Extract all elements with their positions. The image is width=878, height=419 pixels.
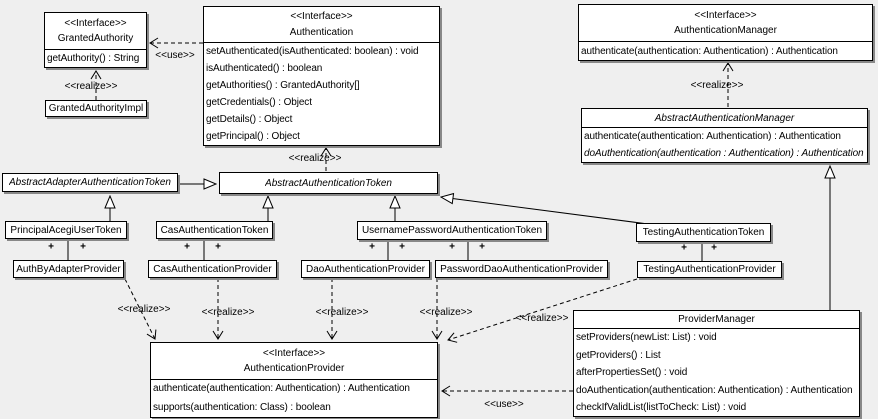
method-label: doAuthentication(authentication : Authen… [584, 148, 864, 160]
class-name: ProviderManager [678, 314, 755, 325]
stereotype-label: <<Interface>> [694, 9, 757, 21]
multiplicity-plus: + [479, 241, 485, 253]
multiplicity-plus: + [80, 241, 86, 253]
multiplicity-plus: + [399, 241, 405, 253]
multiplicity-plus: + [449, 241, 455, 253]
multiplicity-plus: + [711, 242, 717, 254]
class-box-authentication-manager: <<Interface>> AuthenticationManager auth… [578, 4, 873, 61]
class-name: GrantedAuthority [57, 33, 134, 45]
class-box-authentication: <<Interface>> Authentication setAuthenti… [203, 6, 440, 146]
class-name: CasAuthenticationProvider [153, 263, 272, 275]
method-label: isAuthenticated() : boolean [206, 63, 323, 75]
class-box-auth-by-adapter-provider: AuthByAdapterProvider [13, 260, 124, 278]
class-box-cas-authentication-provider: CasAuthenticationProvider [148, 260, 277, 278]
method-label: checkIfValidList(listToCheck: List) : vo… [576, 402, 747, 414]
realize-label: <<realize>> [315, 307, 369, 318]
method-label: setAuthenticated(isAuthenticated: boolea… [206, 46, 419, 57]
class-box-testing-authentication-token: TestingAuthenticationToken [636, 223, 771, 242]
method-label: afterPropertiesSet() : void [576, 367, 688, 379]
class-box-username-password-authentication-token: UsernamePasswordAuthenticationToken [357, 221, 547, 240]
realize-label: <<realize>> [288, 153, 342, 164]
stereotype-label: <<Interface>> [262, 347, 326, 359]
method-label: getDetails() : Object [206, 114, 293, 126]
class-name: AuthenticationManager [674, 25, 777, 37]
class-box-granted-authority: <<Interface>> GrantedAuthority getAuthor… [44, 12, 147, 68]
method-label: getCredentials() : Object [206, 97, 312, 109]
class-box-granted-authority-impl: GrantedAuthorityImpl [45, 100, 147, 117]
realize-label: <<realize>> [690, 80, 744, 91]
class-name: PasswordDaoAuthenticationProvider [440, 263, 603, 275]
multiplicity-plus: + [215, 241, 221, 253]
class-name: AbstractAuthenticationToken [265, 177, 392, 189]
method-label: getAuthority() : String [47, 53, 140, 64]
realize-label: <<realize>> [201, 307, 255, 318]
multiplicity-plus: + [681, 242, 687, 254]
class-name: TestingAuthenticationToken [642, 227, 765, 238]
class-box-password-dao-authentication-provider: PasswordDaoAuthenticationProvider [435, 260, 608, 278]
class-box-dao-authentication-provider: DaoAuthenticationProvider [301, 260, 430, 278]
class-name: AbstractAdapterAuthenticationToken [9, 177, 171, 188]
class-name: PrincipalAcegiUserToken [10, 224, 122, 236]
multiplicity-plus: + [48, 241, 54, 253]
method-label: getPrincipal() : Object [206, 131, 300, 143]
class-box-authentication-provider: <<Interface>> AuthenticationProvider aut… [150, 342, 438, 418]
generalization-testingtoken [441, 197, 649, 225]
class-name: Authentication [289, 26, 354, 38]
use-label: <<use>> [484, 399, 524, 410]
class-name: TestingAuthenticationProvider [643, 264, 776, 275]
stereotype-label: <<Interface>> [64, 17, 127, 29]
class-box-principal-acegi-user-token: PrincipalAcegiUserToken [5, 221, 127, 239]
class-box-testing-authentication-provider: TestingAuthenticationProvider [637, 261, 782, 278]
class-name: UsernamePasswordAuthenticationToken [361, 225, 543, 236]
class-name: AbstractAuthenticationManager [654, 112, 795, 124]
use-label: <<use>> [155, 50, 195, 61]
class-box-abstract-authentication-token: AbstractAuthenticationToken [219, 172, 438, 194]
realize-label: <<realize>> [419, 307, 473, 318]
class-name: CasAuthenticationToken [160, 224, 269, 236]
realize-label: <<realize>> [117, 304, 171, 315]
realize-edge-testingauthenticationprovider [447, 278, 638, 343]
method-label: getAuthorities() : GrantedAuthority[] [206, 80, 360, 92]
method-label: getProviders() : List [576, 349, 661, 361]
realize-label: <<realize>> [515, 313, 569, 324]
class-box-cas-authentication-token: CasAuthenticationToken [156, 221, 273, 239]
class-box-provider-manager: ProviderManager setProviders(newList: Li… [573, 310, 860, 417]
class-name: DaoAuthenticationProvider [306, 263, 425, 275]
method-label: doAuthentication(authentication: Authent… [576, 384, 853, 396]
method-label: authenticate(authentication: Authenticat… [584, 131, 841, 142]
stereotype-label: <<Interface>> [290, 11, 353, 23]
realize-label: <<realize>> [64, 81, 118, 92]
method-label: authenticate(authentication: Authenticat… [153, 383, 410, 394]
class-box-abstract-adapter-authentication-token: AbstractAdapterAuthenticationToken [2, 173, 178, 192]
class-name: AuthByAdapterProvider [16, 263, 121, 275]
method-label: setProviders(newList: List) : void [576, 332, 717, 343]
method-label: supports(authentication: Class) : boolea… [153, 401, 331, 413]
class-box-abstract-authentication-manager: AbstractAuthenticationManager authentica… [581, 108, 868, 163]
multiplicity-plus: + [369, 241, 375, 253]
class-name: GrantedAuthorityImpl [48, 103, 144, 114]
method-label: authenticate(authentication: Authenticat… [581, 46, 838, 57]
class-name: AuthenticationProvider [243, 363, 345, 375]
multiplicity-plus: + [184, 241, 190, 253]
